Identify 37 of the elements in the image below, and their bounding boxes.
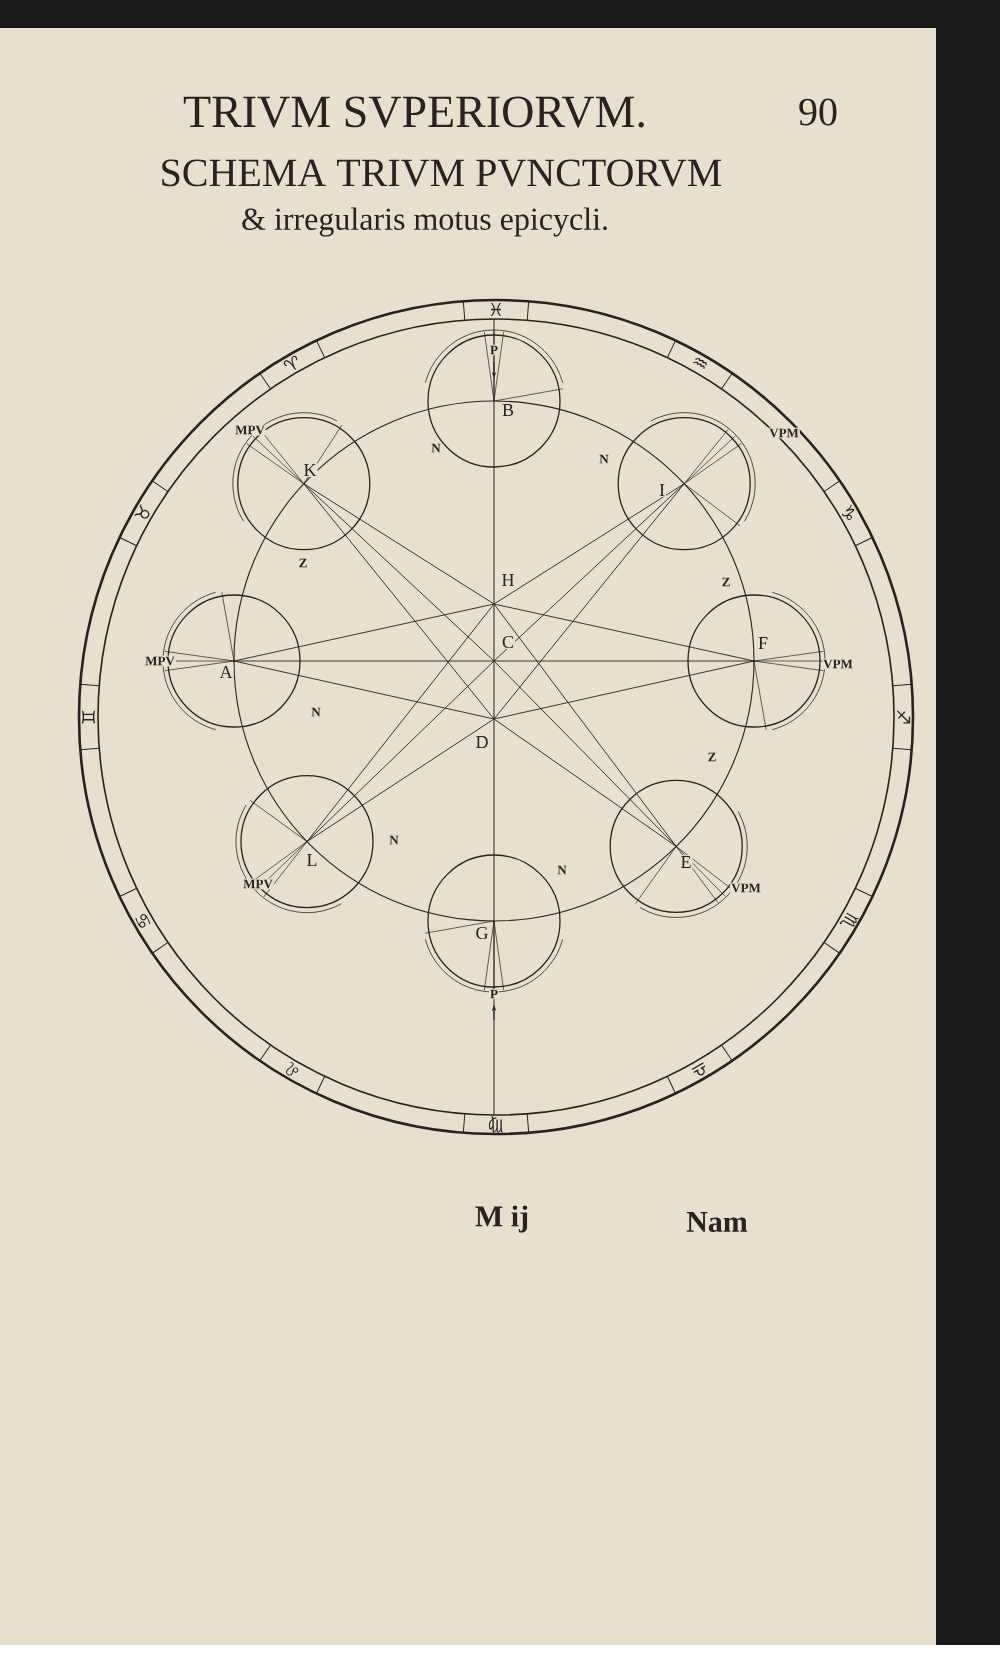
zodiac-sign: ♑ <box>841 504 855 521</box>
zodiac-sign: ♋ <box>135 914 151 928</box>
epicycle-label: VPM <box>730 882 762 894</box>
epicycle-label: N <box>598 453 610 465</box>
epicycle-label: P <box>489 344 499 356</box>
zodiac-sign: ♓ <box>490 302 502 317</box>
epicycle-label: N <box>430 442 442 454</box>
zodiac-sign: ♏ <box>839 912 859 927</box>
signature-mark: M ij <box>475 1205 528 1233</box>
zodiac-sign: ♍ <box>488 1116 504 1133</box>
epicycle-label: MPV <box>242 878 274 890</box>
zodiac-sign: ♎ <box>691 1062 706 1076</box>
epicycle-label: VPM <box>768 427 800 439</box>
catchword: Nam <box>686 1212 748 1232</box>
caption: & irregularis motus epicycli. <box>242 207 607 237</box>
epicycle-label: MPV <box>144 655 176 667</box>
epicycle-label: N <box>310 706 322 718</box>
zodiac-sign: ♌ <box>286 1062 299 1076</box>
epicycle-label: Z <box>297 557 309 569</box>
zodiac-sign: ♒ <box>693 358 707 370</box>
zodiac-sign: ♊ <box>81 710 96 724</box>
page-number: 90 <box>799 98 837 126</box>
title: SCHEMA TRIVM PVNCTORVM <box>162 159 722 187</box>
epicycle-label: N <box>556 864 568 876</box>
epicycle-label: Z <box>720 576 732 588</box>
epicycle-label: P <box>489 988 499 1000</box>
running-head: TRIVM SVPERIORVM. <box>183 96 644 128</box>
zodiac-sign: ♉ <box>134 504 150 519</box>
point-label: B <box>501 403 515 417</box>
point-label: I <box>658 483 666 497</box>
point-label: F <box>757 636 769 650</box>
epicycle-label: MPV <box>234 424 266 436</box>
zodiac-sign: ♈ <box>283 355 298 371</box>
epicycle-label: N <box>388 834 400 846</box>
epicycle-label: VPM <box>822 658 854 670</box>
epicycle-label: Z <box>706 751 718 763</box>
zodiac-sign: ♐ <box>896 710 911 724</box>
